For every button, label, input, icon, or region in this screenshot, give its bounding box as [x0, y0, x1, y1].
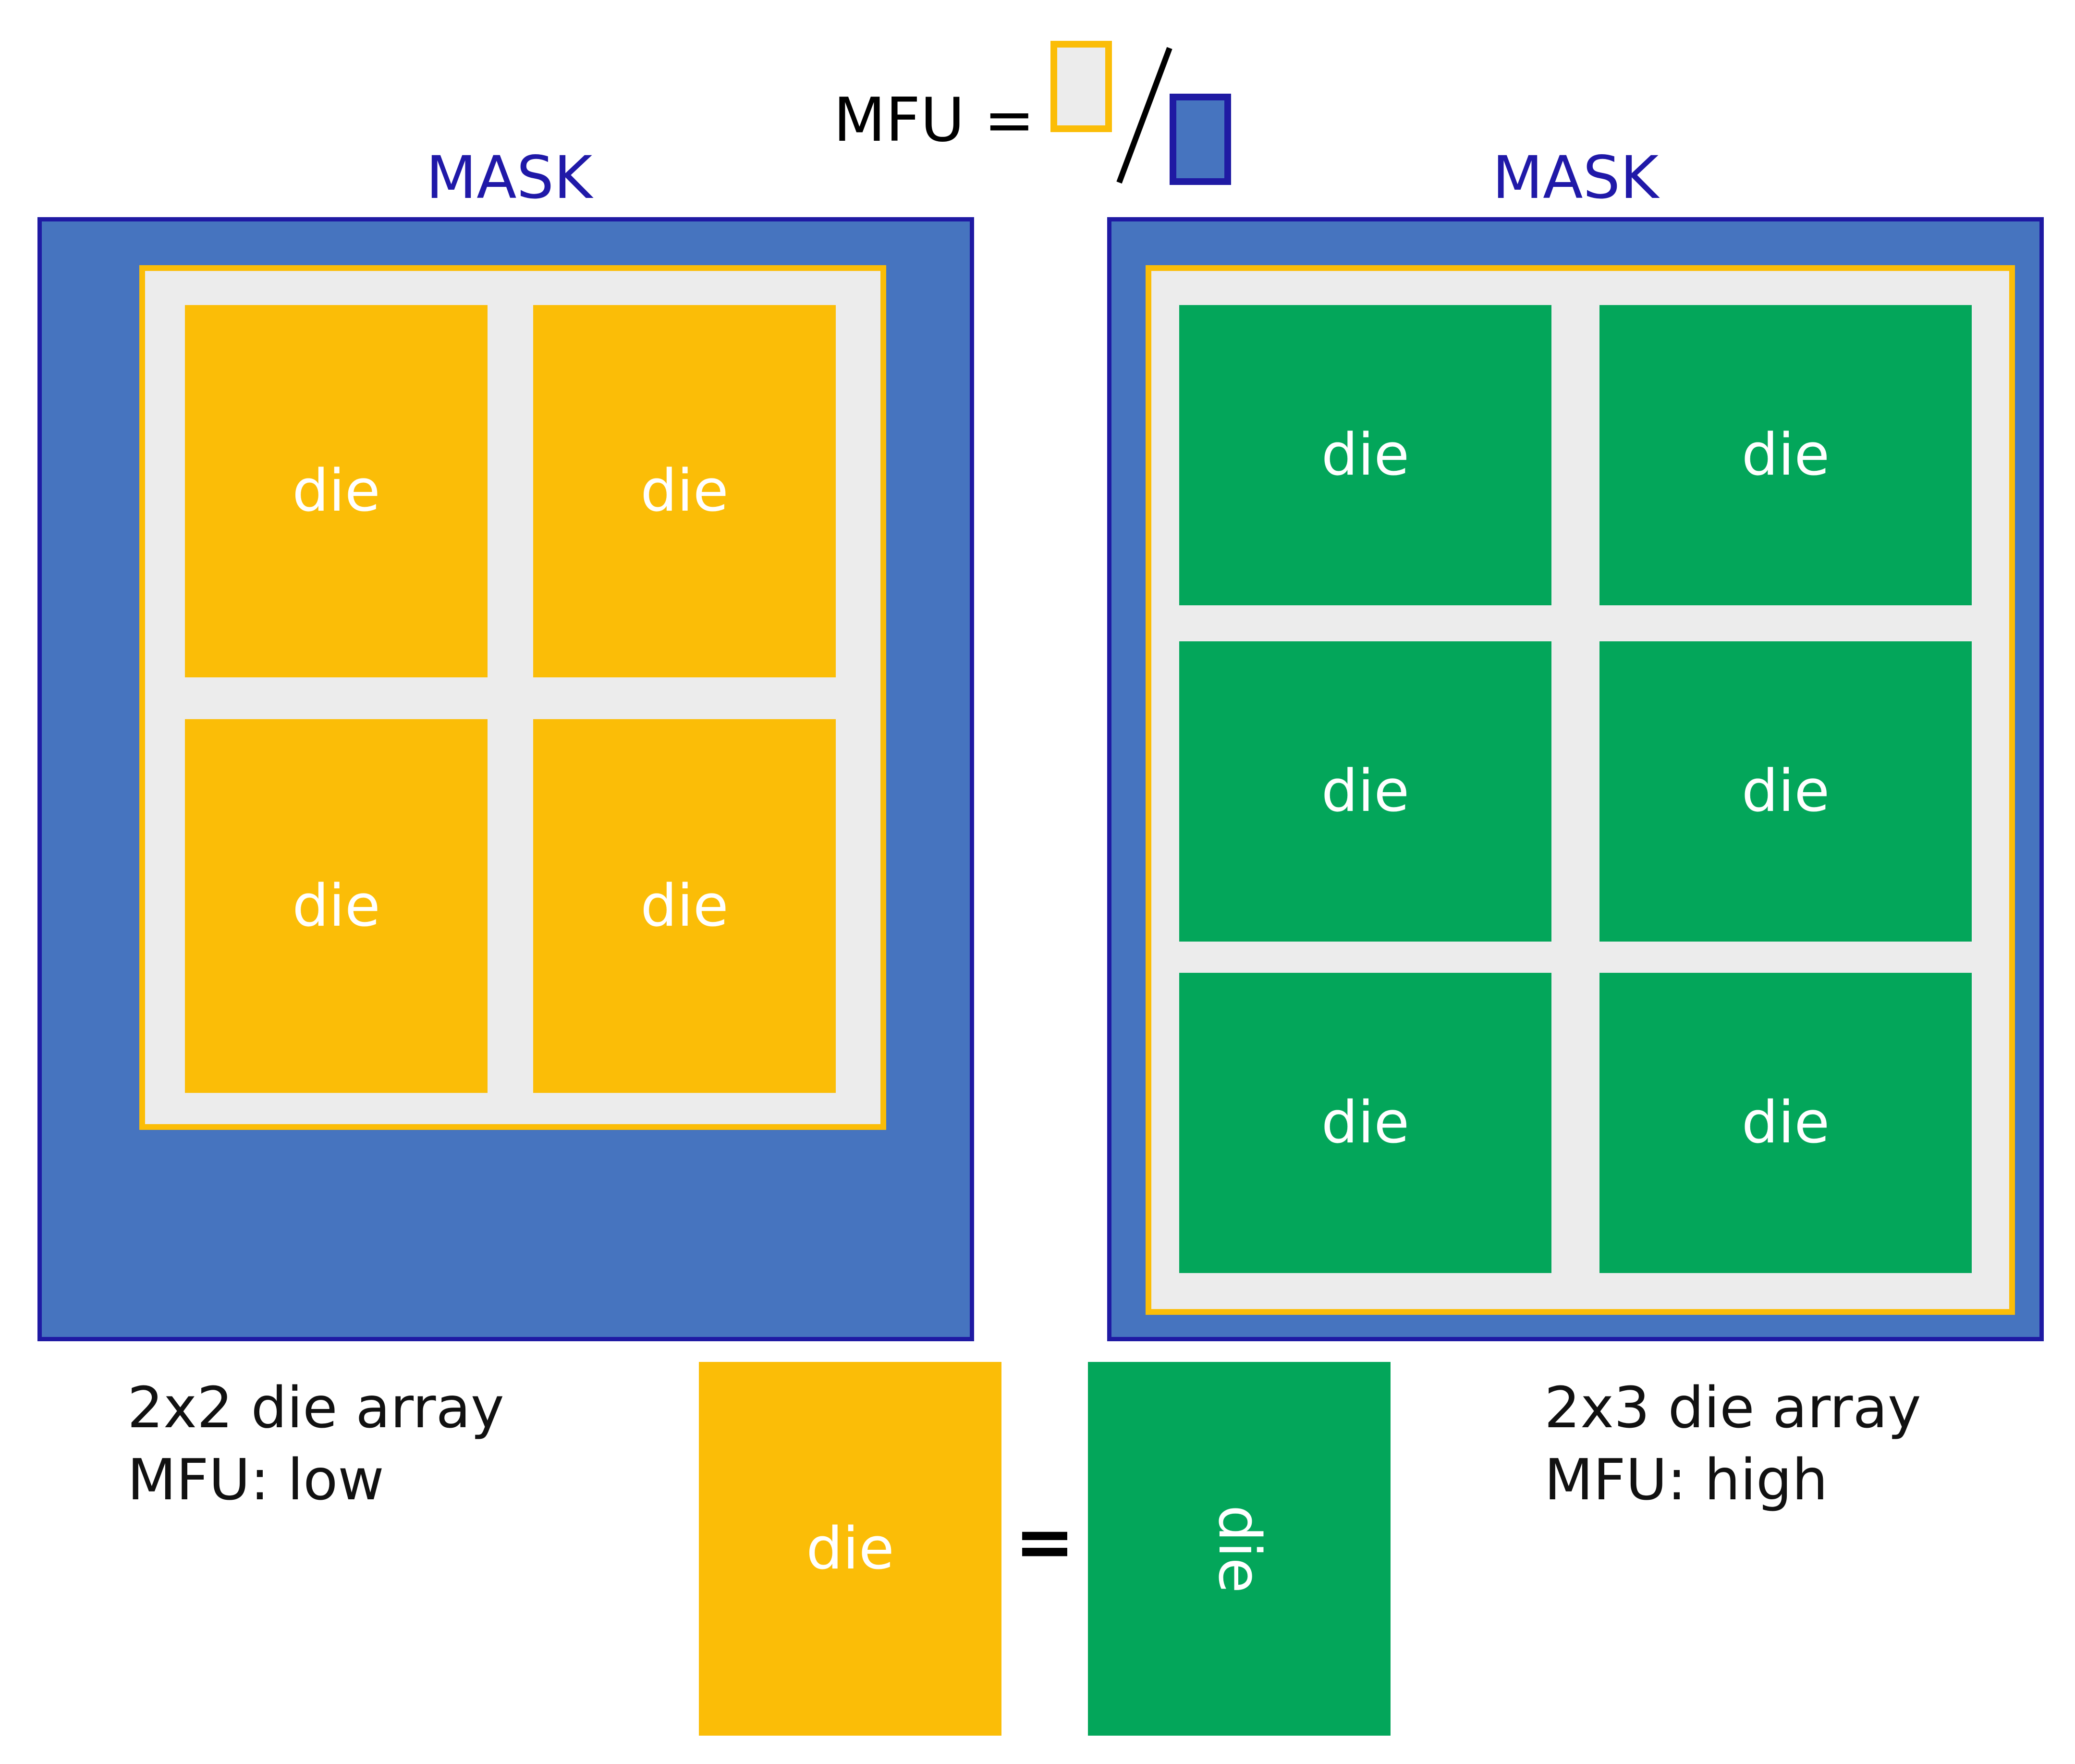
- right-die-r1c1: die: [1179, 305, 1551, 605]
- left-caption-mfu: MFU: low: [127, 1446, 384, 1513]
- left-caption: 2x2 die array MFU: low: [127, 1372, 504, 1516]
- die-label: die: [1321, 1090, 1410, 1156]
- right-die-r3c1: die: [1179, 973, 1551, 1273]
- left-caption-array: 2x2 die array: [127, 1374, 504, 1441]
- die-label: die: [640, 458, 729, 525]
- portrait-die-sample: die: [699, 1362, 1001, 1736]
- right-caption-array: 2x3 die array: [1544, 1374, 1921, 1441]
- left-die-r1c1: die: [185, 305, 488, 677]
- die-label: die: [1741, 758, 1830, 825]
- right-die-r2c1: die: [1179, 641, 1551, 942]
- die-label: die: [292, 458, 380, 525]
- die-label: die: [640, 872, 729, 940]
- equals-sign: =: [1014, 1500, 1075, 1584]
- right-mask-title: MASK: [1492, 144, 1659, 212]
- division-slash-icon: [1116, 47, 1172, 184]
- die-label: die: [1741, 422, 1830, 489]
- left-die-r2c2: die: [533, 719, 836, 1093]
- rotated-die-sample: die: [1088, 1362, 1391, 1736]
- right-caption: 2x3 die array MFU: high: [1544, 1372, 1921, 1516]
- left-mask-title: MASK: [426, 144, 593, 212]
- die-label-rotated: die: [1206, 1505, 1273, 1593]
- right-die-r1c2: die: [1599, 305, 1972, 605]
- die-label: die: [1321, 758, 1410, 825]
- die-label: die: [1741, 1090, 1830, 1156]
- right-die-r2c2: die: [1599, 641, 1972, 942]
- mask-area-legend-icon: [1170, 94, 1231, 185]
- die-label: die: [806, 1515, 894, 1582]
- left-die-r1c2: die: [533, 305, 836, 677]
- mfu-formula-label: MFU =: [833, 85, 1035, 155]
- exposure-area-legend-icon: [1050, 41, 1112, 132]
- right-die-r3c2: die: [1599, 973, 1972, 1273]
- left-die-r2c1: die: [185, 719, 488, 1093]
- die-label: die: [1321, 422, 1410, 489]
- die-label: die: [292, 872, 380, 940]
- right-caption-mfu: MFU: high: [1544, 1446, 1828, 1513]
